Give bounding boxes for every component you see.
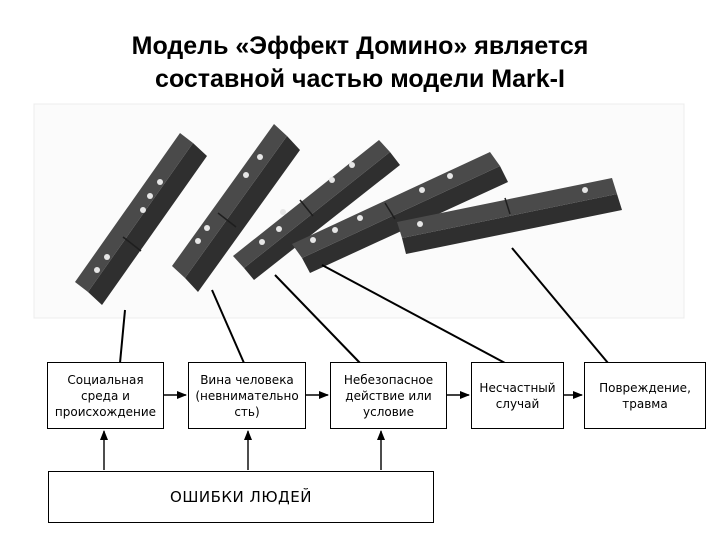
stage-box-social-environment: Социальная среда и происхождение	[47, 362, 164, 429]
connector-domino-5	[511, 247, 609, 364]
domino-4	[292, 152, 508, 273]
connector-domino-3	[274, 274, 361, 364]
slide-title: Модель «Эффект Домино» является составно…	[0, 30, 720, 96]
dominoes	[75, 124, 622, 305]
stage-box-injury: Повреждение, травма	[584, 362, 706, 429]
stage-label: Вина человека (невнимательно сть)	[195, 372, 299, 419]
error-arrows	[100, 430, 385, 470]
domino-2	[172, 124, 300, 292]
connector-domino-4	[321, 264, 506, 364]
domino-5	[397, 178, 622, 254]
domino-connectors	[119, 247, 609, 364]
title-line-2: составной частью модели Mark-I	[155, 65, 565, 93]
human-errors-box: ОШИБКИ ЛЮДЕЙ	[48, 471, 434, 523]
stage-box-unsafe-act: Небезопасное действие или условие	[330, 362, 447, 429]
connector-domino-1	[119, 309, 126, 364]
stage-box-human-fault: Вина человека (невнимательно сть)	[188, 362, 306, 429]
stage-label: Небезопасное действие или условие	[343, 372, 434, 419]
connector-domino-2	[211, 289, 245, 364]
domino-3	[233, 140, 400, 280]
domino-1	[75, 133, 207, 305]
stage-label: Социальная среда и происхождение	[54, 372, 157, 419]
stage-label: Несчастный случай	[479, 380, 556, 411]
stage-label: Повреждение, травма	[599, 380, 691, 411]
title-line-1: Модель «Эффект Домино» является	[131, 32, 589, 60]
human-errors-label: ОШИБКИ ЛЮДЕЙ	[170, 488, 312, 506]
stage-box-accident: Несчастный случай	[471, 362, 564, 429]
